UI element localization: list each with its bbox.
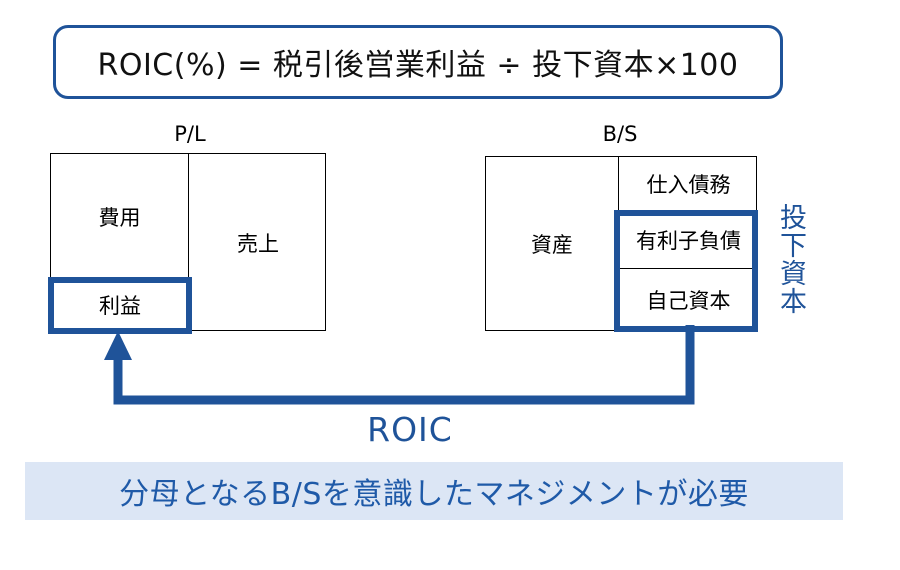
pl-profit-label: 利益 [99, 294, 141, 318]
invested-capital-label: 投下資本 [775, 203, 806, 315]
bs-assets-label: 資産 [531, 233, 573, 257]
roic-formula-text: ROIC(%) = 税引後営業利益 ÷ 投下資本×100 [97, 48, 739, 83]
pl-caption: P/L [174, 122, 206, 146]
pl-expense-cell: 費用 [51, 154, 189, 279]
pl-sales-label: 売上 [237, 231, 279, 256]
roic-formula-box: ROIC(%) = 税引後営業利益 ÷ 投下資本×100 [53, 25, 783, 99]
takeaway-banner-text: 分母となるB/Sを意識したマネジメントが必要 [119, 477, 749, 512]
bs-equity-cell: 自己資本 [619, 269, 758, 331]
takeaway-banner: 分母となるB/Sを意識したマネジメントが必要 [25, 462, 843, 520]
bs-caption: B/S [602, 122, 638, 146]
bs-equity-label: 自己資本 [646, 289, 731, 313]
pl-profit-cell: 利益 [51, 279, 189, 331]
pl-statement-box: 費用 売上 利益 [50, 153, 326, 331]
bs-interest-bearing-debt-label: 有利子負債 [636, 229, 741, 253]
bs-payables-cell: 仕入債務 [619, 157, 758, 212]
bs-assets-cell: 資産 [486, 157, 619, 331]
bs-interest-bearing-debt-cell: 有利子負債 [619, 212, 758, 269]
pl-sales-cell: 売上 [189, 154, 327, 331]
roic-connector-label: ROIC [367, 410, 453, 449]
pl-expense-label: 費用 [98, 205, 141, 230]
roic-connector-arrow [104, 325, 695, 405]
bs-statement-box: 資産 仕入債務 有利子負債 自己資本 [485, 156, 758, 331]
bs-payables-label: 仕入債務 [646, 173, 731, 197]
